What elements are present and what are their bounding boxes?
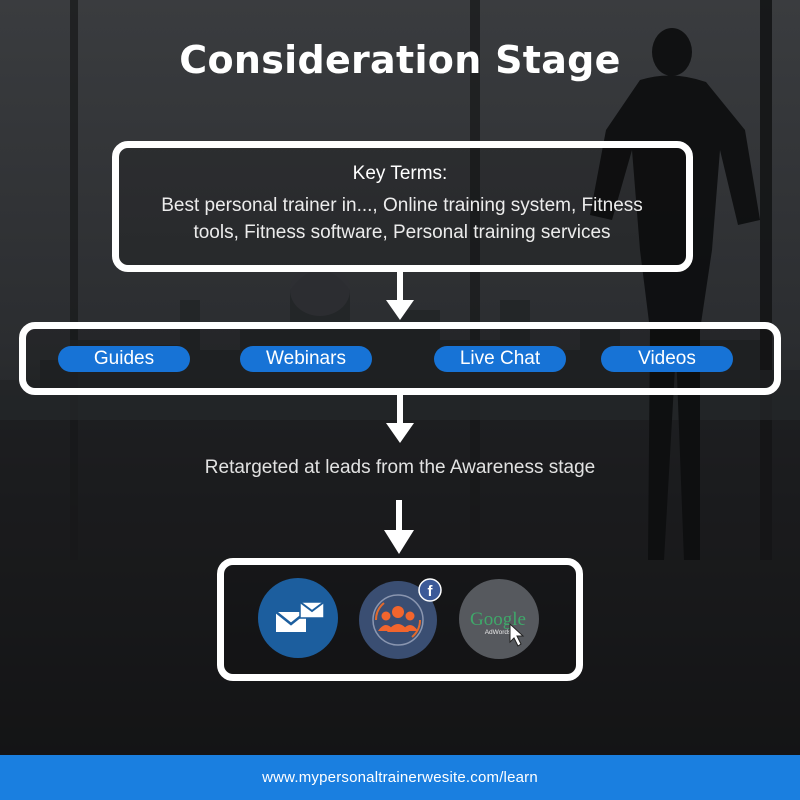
svg-text:AdWords: AdWords [485, 629, 512, 636]
content-type-guides: Guides [58, 346, 190, 372]
key-terms-text: Best personal trainer in..., Online trai… [161, 195, 643, 243]
retarget-text: Retargeted at leads from the Awareness s… [204, 457, 596, 478]
footer-url: www.mypersonaltrainerwesite.com/learn [262, 769, 538, 786]
google-adwords-icon: Google AdWords [459, 579, 539, 659]
down-arrow-icon [386, 272, 414, 320]
key-terms-box [112, 141, 693, 272]
email-icon [258, 578, 338, 658]
content-type-webinars: Webinars [240, 346, 372, 372]
down-arrow-icon [384, 500, 414, 554]
svg-text:f: f [428, 583, 434, 600]
footer-bar: www.mypersonaltrainerwesite.com/learn [0, 755, 800, 800]
key-terms-heading: Key Terms: [352, 163, 448, 184]
svg-text:Google: Google [470, 609, 526, 630]
facebook-audience-icon: f [359, 578, 442, 659]
down-arrow-icon [386, 395, 414, 443]
content-type-videos: Videos [601, 346, 733, 372]
content-type-live-chat: Live Chat [434, 346, 566, 372]
page-title: Consideration Stage [179, 38, 621, 82]
